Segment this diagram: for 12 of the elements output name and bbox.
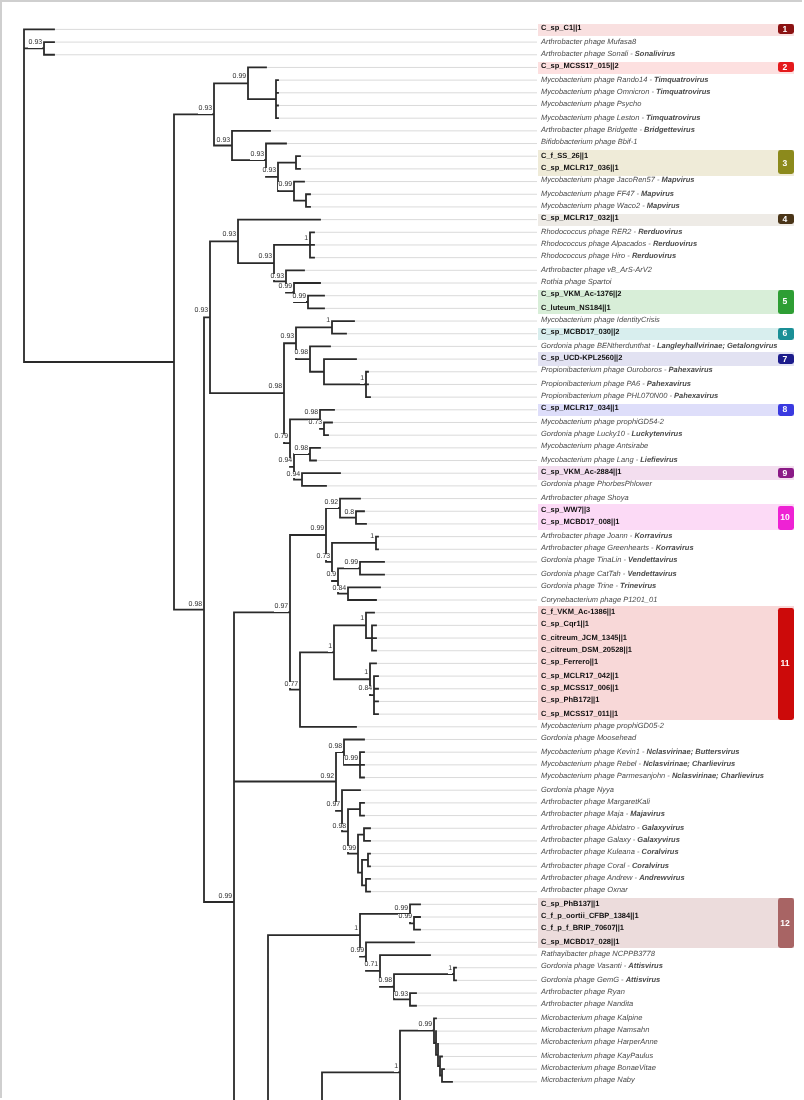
clade-highlight-band [537,327,794,341]
clade-highlight-band [537,149,794,176]
clade-highlight-band [537,504,794,531]
clade-highlight-band [537,403,794,417]
clade-highlight-band [537,466,794,480]
clade-highlight-band [537,289,794,315]
clade-highlight-band [537,352,794,366]
clade-highlight-band [537,213,794,226]
clade-highlight-band [537,23,794,36]
clade-highlight-band [537,897,794,949]
clade-highlight-band [537,61,794,74]
clade-highlight-band [537,606,794,721]
